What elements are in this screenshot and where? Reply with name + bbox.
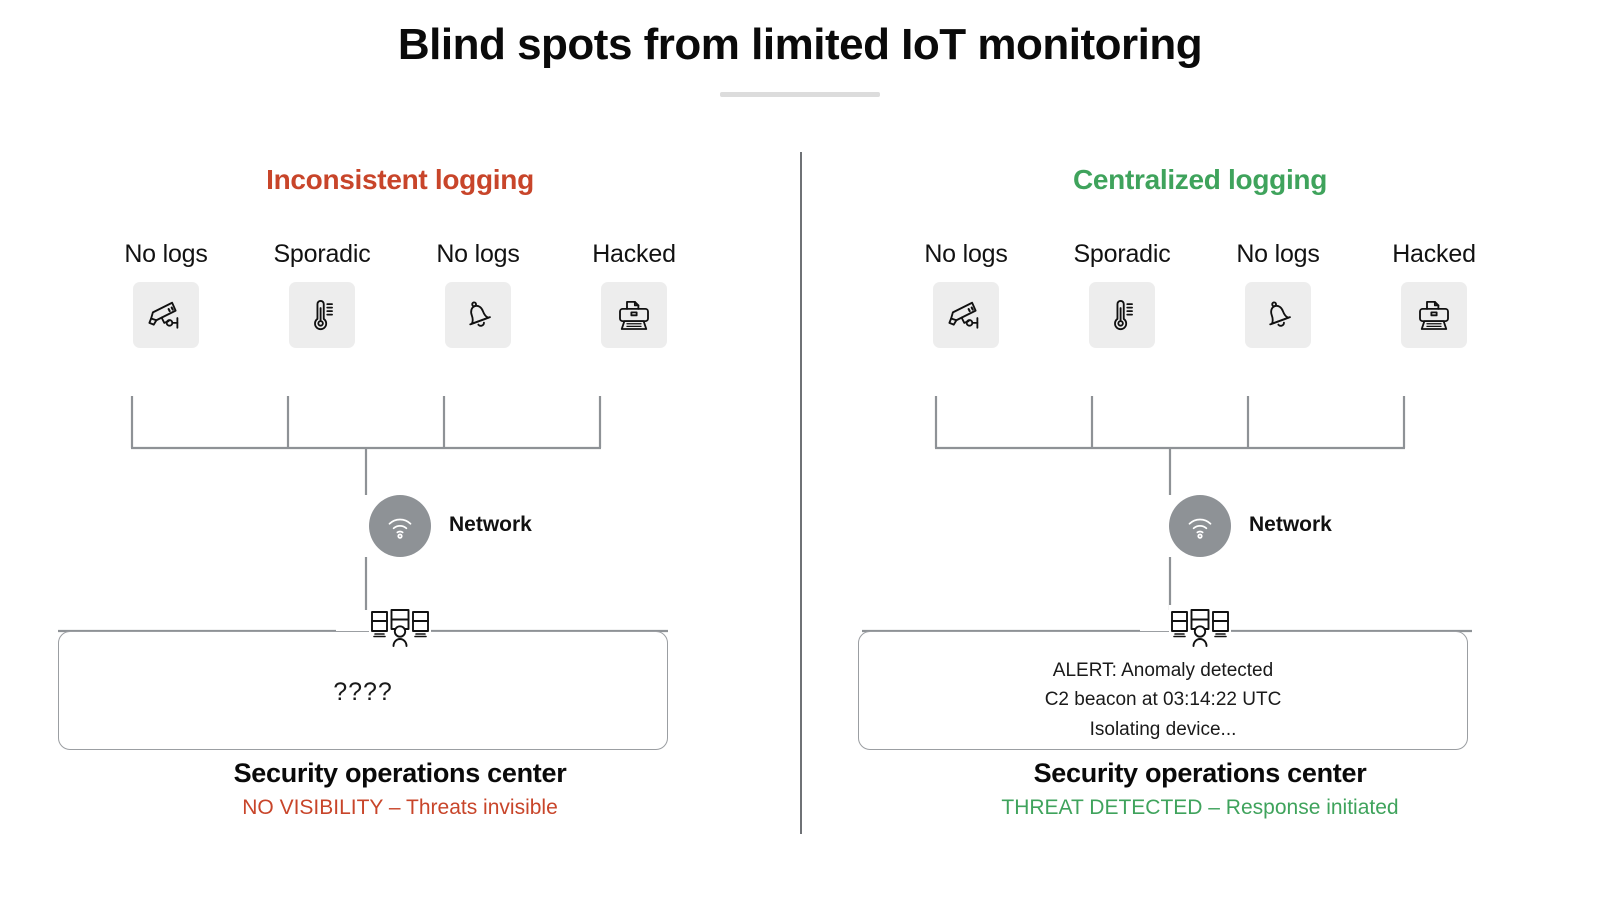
cctv-camera-icon bbox=[948, 301, 979, 329]
device-bell-left[interactable]: No logs bbox=[400, 240, 556, 348]
device-label: Hacked bbox=[592, 240, 676, 268]
device-tile[interactable] bbox=[289, 282, 355, 348]
wifi-icon bbox=[1188, 518, 1212, 539]
printer-icon bbox=[1419, 300, 1449, 330]
soc-title-right: Security operations center bbox=[1033, 758, 1367, 788]
device-tile[interactable] bbox=[1089, 282, 1155, 348]
device-label: No logs bbox=[124, 240, 208, 268]
device-label: Sporadic bbox=[273, 240, 371, 268]
panel-heading-left: Inconsistent logging bbox=[266, 164, 534, 195]
soc-console-lines-right: ALERT: Anomaly detected C2 beacon at 03:… bbox=[859, 656, 1467, 744]
network-label-left: Network bbox=[449, 513, 532, 536]
device-camera-right[interactable]: No logs bbox=[888, 240, 1044, 348]
title-underline-rule bbox=[720, 92, 880, 97]
thermometer-icon bbox=[314, 300, 333, 331]
soc-console-line: Isolating device... bbox=[1089, 718, 1237, 740]
wifi-icon bbox=[388, 518, 412, 539]
device-thermometer-left[interactable]: Sporadic bbox=[244, 240, 400, 348]
device-tile[interactable] bbox=[933, 282, 999, 348]
device-tile[interactable] bbox=[445, 282, 511, 348]
device-thermometer-right[interactable]: Sporadic bbox=[1044, 240, 1200, 348]
device-tile[interactable] bbox=[601, 282, 667, 348]
cctv-camera-icon bbox=[148, 301, 179, 329]
thermometer-icon bbox=[1114, 300, 1133, 331]
panel-heading-right: Centralized logging bbox=[1072, 164, 1328, 195]
soc-console-line: ALERT: Anomaly detected bbox=[1052, 660, 1274, 681]
device-label: No logs bbox=[436, 240, 520, 268]
device-row-left: No logs bbox=[20, 240, 780, 348]
monitor-workstation-icon bbox=[1171, 609, 1229, 647]
bell-icon bbox=[469, 301, 491, 327]
page-title: Blind spots from limited IoT monitoring bbox=[397, 20, 1203, 69]
device-camera-left[interactable]: No logs bbox=[88, 240, 244, 348]
printer-icon bbox=[619, 300, 649, 330]
device-printer-left[interactable]: Hacked bbox=[556, 240, 712, 348]
monitor-workstation-icon bbox=[371, 609, 429, 647]
device-label: Hacked bbox=[1392, 240, 1476, 268]
panel-inconsistent-logging: Inconsistent logging No logs bbox=[20, 150, 780, 870]
soc-console-text-left: ???? bbox=[333, 678, 393, 706]
soc-status-right: THREAT DETECTED – Response initiated bbox=[1001, 796, 1399, 819]
network-node-left[interactable] bbox=[369, 495, 431, 557]
soc-title-left: Security operations center bbox=[233, 758, 567, 788]
device-tile[interactable] bbox=[1245, 282, 1311, 348]
soc-workstation-left bbox=[369, 605, 431, 655]
soc-console-right: ALERT: Anomaly detected C2 beacon at 03:… bbox=[858, 631, 1468, 750]
bell-icon bbox=[1269, 301, 1291, 327]
device-label: No logs bbox=[924, 240, 1008, 268]
device-tile[interactable] bbox=[133, 282, 199, 348]
network-label-right: Network bbox=[1249, 513, 1332, 536]
device-label: No logs bbox=[1236, 240, 1320, 268]
soc-workstation-right bbox=[1169, 605, 1231, 655]
panel-divider bbox=[800, 152, 802, 834]
device-bell-right[interactable]: No logs bbox=[1200, 240, 1356, 348]
soc-console-left: ???? bbox=[58, 631, 668, 750]
device-printer-right[interactable]: Hacked bbox=[1356, 240, 1512, 348]
soc-status-left: NO VISIBILITY – Threats invisible bbox=[242, 796, 558, 819]
device-tile[interactable] bbox=[1401, 282, 1467, 348]
device-row-right: No logs bbox=[820, 240, 1580, 348]
device-label: Sporadic bbox=[1073, 240, 1171, 268]
network-node-right[interactable] bbox=[1169, 495, 1231, 557]
panel-centralized-logging: Centralized logging No logs bbox=[820, 150, 1580, 870]
soc-console-line: C2 beacon at 03:14:22 UTC bbox=[1044, 689, 1282, 711]
